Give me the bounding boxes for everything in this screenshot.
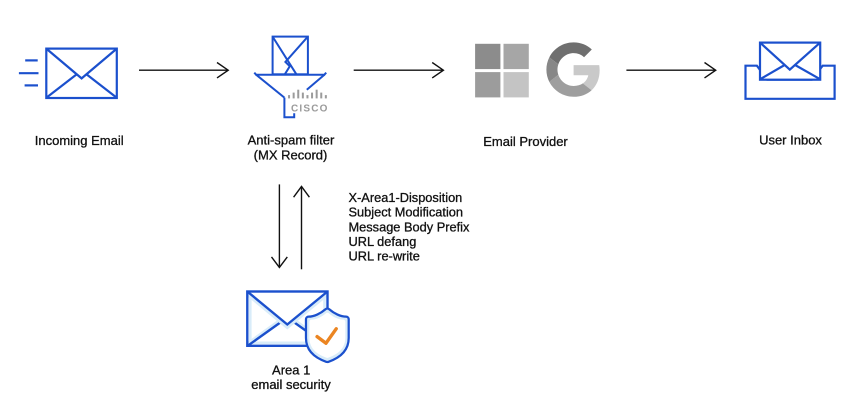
svg-text:URL defang: URL defang [349, 234, 417, 249]
svg-text:User Inbox: User Inbox [759, 133, 822, 148]
svg-text:(MX Record): (MX Record) [254, 148, 328, 163]
svg-text:Incoming Email: Incoming Email [35, 133, 124, 148]
svg-text:Anti-spam filter: Anti-spam filter [248, 133, 335, 148]
svg-text:Message Body Prefix: Message Body Prefix [349, 219, 471, 234]
svg-text:Email Provider: Email Provider [483, 134, 568, 149]
svg-text:CISCO: CISCO [291, 103, 329, 114]
svg-text:X-Area1-Disposition: X-Area1-Disposition [349, 190, 463, 205]
svg-text:email security: email security [251, 377, 331, 392]
svg-text:Area 1: Area 1 [272, 362, 310, 377]
svg-text:Subject Modification: Subject Modification [349, 205, 464, 220]
svg-text:URL re-write: URL re-write [349, 249, 420, 264]
